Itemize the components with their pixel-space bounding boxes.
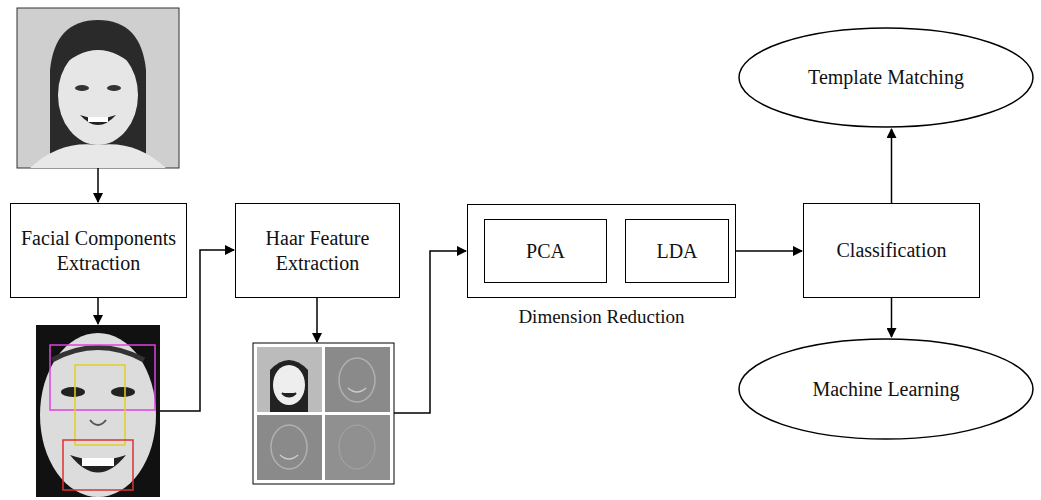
node-label: Facial Components Extraction [11,226,186,276]
group-heading: Dimension Reduction [468,306,735,329]
haar-feature-image [253,343,394,484]
flow-arrow [891,298,893,337]
process-box: Haar Feature Extraction [235,203,400,298]
node-label: Classification [829,238,955,263]
node-label: PCA [518,239,573,264]
process-box: PCA [484,219,607,283]
node-label: Machine Learning [804,377,967,402]
flow-arrow [736,250,802,252]
flow-arrow [891,129,893,203]
method-ellipse: Machine Learning [738,338,1034,440]
method-ellipse: Template Matching [738,27,1034,128]
face-photo [17,8,179,168]
node-label: Template Matching [800,65,972,90]
process-box: Facial Components Extraction [10,203,187,298]
group-box: Dimension ReductionPCALDA [467,204,736,298]
node-label: LDA [648,239,705,264]
process-box: LDA [625,219,729,283]
face-components-image [36,325,160,497]
process-box: Classification [803,203,980,298]
node-label: Haar Feature Extraction [236,226,399,276]
